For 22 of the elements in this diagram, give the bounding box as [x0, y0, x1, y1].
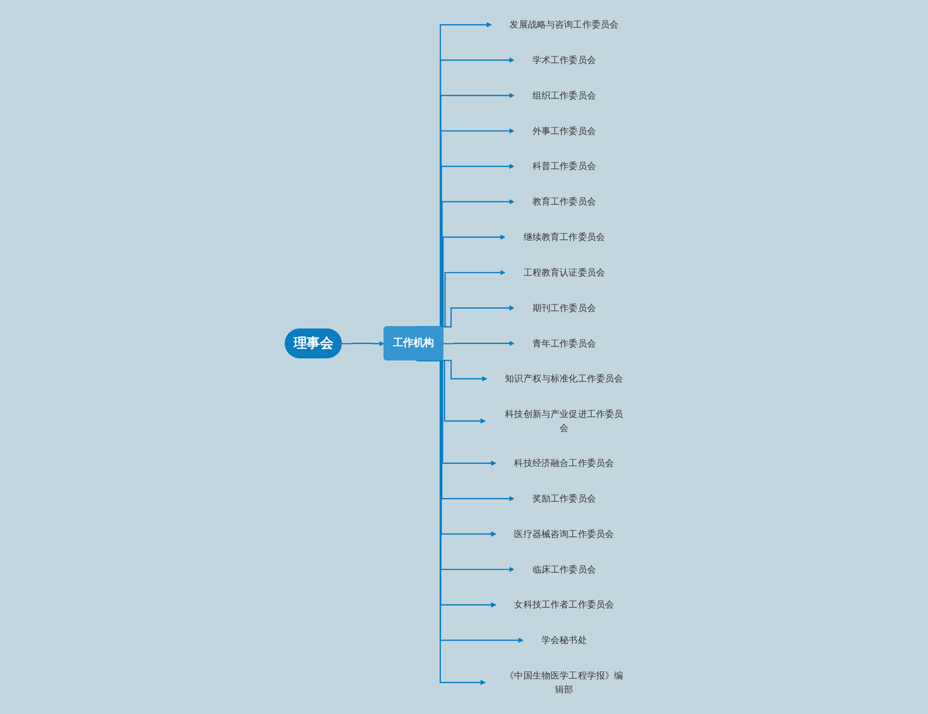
node-text: 外事工作委员会 — [532, 125, 596, 136]
node-text: 临床工作委员会 — [532, 564, 596, 575]
node-text: 工程教育认证委员会 — [523, 266, 606, 278]
node-text: 科技创新与产业促进工作委员会 — [505, 408, 624, 434]
arrow — [443, 340, 514, 346]
node-text: 科普工作委员会 — [532, 160, 596, 172]
node-text: 《中国生物医学工程学报》编辑部 — [505, 670, 624, 695]
node-text: 女科技工作者工作委员会 — [514, 599, 614, 610]
node-text: 科技经济融合工作委员会 — [514, 458, 614, 469]
arrow — [416, 360, 486, 686]
arrow — [342, 341, 384, 346]
node-text: 组织工作委员会 — [532, 90, 596, 101]
node-text: 学术工作委员会 — [532, 54, 596, 66]
node-text: 发展战略与咨询工作委员会 — [510, 19, 619, 30]
node-text: 奖励工作委员会 — [532, 493, 596, 504]
node-text: 教育工作委员会 — [532, 196, 596, 208]
node-text: 知识产权与标准化工作委员会 — [505, 373, 624, 384]
node-text: 青年工作委员会 — [532, 338, 596, 349]
node-text: 医疗器械咨询工作委员会 — [514, 528, 614, 540]
node-text: 学会秘书处 — [541, 634, 587, 646]
node-text: 期刊工作委员会 — [532, 302, 596, 314]
node-text: 继续教育工作委员会 — [523, 232, 606, 242]
